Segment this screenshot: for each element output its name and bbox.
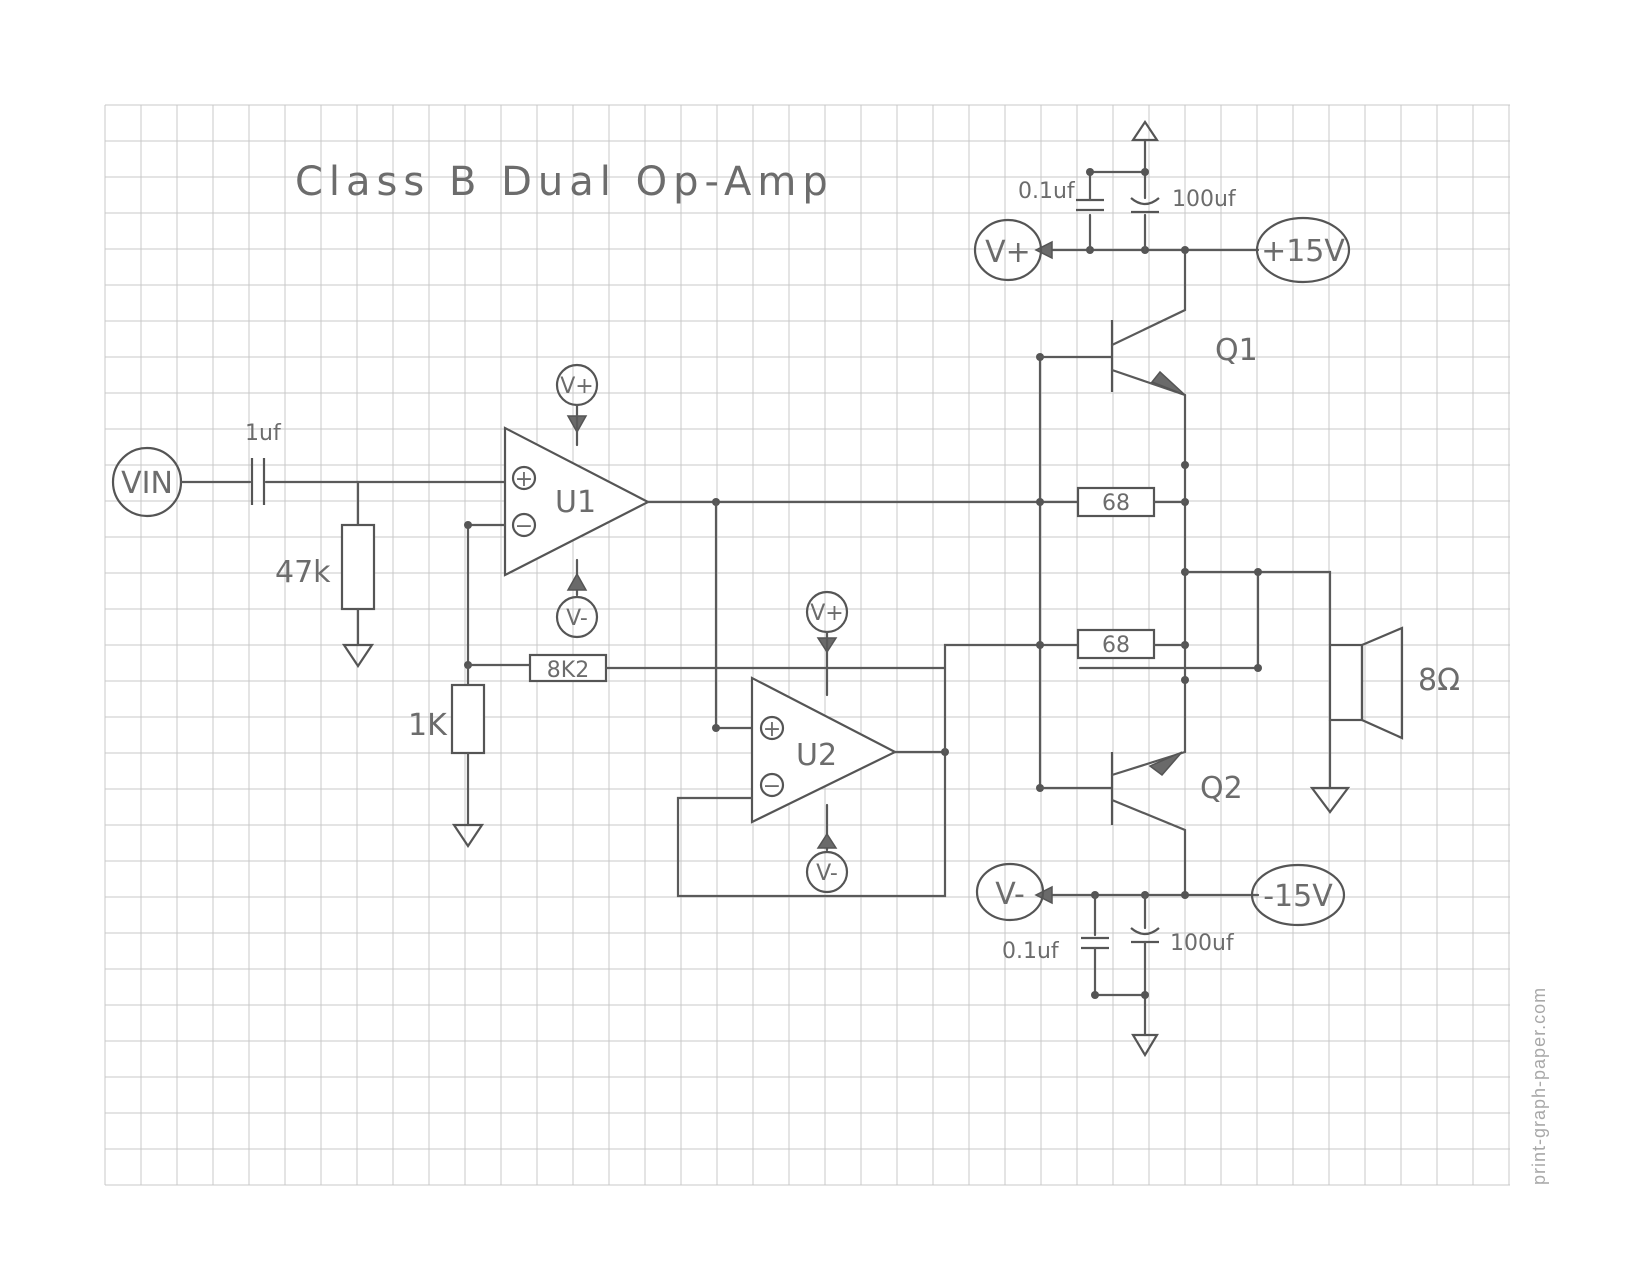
u1-vplus-tag: V+ <box>555 363 599 447</box>
svg-text:V+: V+ <box>810 601 843 626</box>
svg-text:68: 68 <box>1102 633 1130 658</box>
svg-text:V-: V- <box>566 606 588 631</box>
svg-text:V-: V- <box>995 877 1025 912</box>
bottom-rail-terminal <box>1131 1033 1159 1058</box>
u1-vminus-tag: V- <box>555 558 599 639</box>
ground-symbol-1k <box>451 823 485 848</box>
op-amp-u2: + − U2 <box>750 676 898 824</box>
ground-symbol-47k <box>341 643 375 668</box>
op-amp-u1: + − U1 <box>503 426 651 577</box>
vminus-rail-tag: V- <box>975 862 1045 922</box>
q1-label: Q1 <box>1215 333 1258 368</box>
u2-vplus-tag: V+ <box>805 590 849 697</box>
svg-text:+15V: +15V <box>1261 234 1345 269</box>
resistor-68-top: 68 <box>1076 486 1156 518</box>
neg-supply-tag: -15V <box>1250 863 1346 927</box>
speaker-label: 8Ω <box>1418 663 1460 698</box>
q2-label: Q2 <box>1200 771 1243 806</box>
top-rail-terminal <box>1130 120 1160 142</box>
input-capacitor-1uf: 1uf <box>245 421 282 505</box>
vplus-rail-tag: V+ <box>973 218 1043 282</box>
svg-text:V-: V- <box>816 861 838 886</box>
cap-small-top-label: 0.1uf <box>1018 179 1076 204</box>
r8k2-label: 8K2 <box>547 658 589 683</box>
r1k-label: 1K <box>408 708 448 743</box>
svg-text:V+: V+ <box>985 235 1031 270</box>
transistor-q1: Q1 <box>1038 248 1258 397</box>
resistor-8k2: 8K2 <box>528 653 608 683</box>
diagram-title: Class B Dual Op-Amp <box>295 159 834 205</box>
vplus-rail-arrow <box>1034 240 1053 260</box>
ground-symbol-speaker <box>1309 786 1351 814</box>
svg-text:+: + <box>763 717 781 742</box>
r47k-label: 47k <box>275 555 331 590</box>
svg-text:−: − <box>515 514 533 539</box>
cap-big-bottom-label: 100uf <box>1170 931 1235 956</box>
svg-text:V+: V+ <box>560 374 593 399</box>
vminus-rail-arrow <box>1034 885 1053 905</box>
cap-small-bottom-label: 0.1uf <box>1002 939 1060 964</box>
svg-text:+: + <box>515 467 533 492</box>
transistor-q2: Q2 <box>1038 750 1243 897</box>
svg-text:68: 68 <box>1102 491 1130 516</box>
svg-text:−: − <box>763 774 781 799</box>
resistor-47k: 47k <box>275 523 376 611</box>
pos-supply-tag: +15V <box>1255 216 1351 284</box>
u1-label: U1 <box>555 485 596 520</box>
u2-vminus-tag: V- <box>805 803 849 894</box>
u2-label: U2 <box>796 738 837 773</box>
vin-source: VIN <box>111 446 183 518</box>
cap-big-top-label: 100uf <box>1172 187 1237 212</box>
cap-100uf-bottom <box>1130 927 1160 936</box>
graph-paper-grid <box>104 104 1510 1186</box>
speaker-8-ohm: 8Ω <box>1328 626 1460 740</box>
resistor-68-bottom: 68 <box>1076 628 1156 660</box>
watermark-text: print-graph-paper.com <box>1529 987 1549 1185</box>
resistor-1k: 1K <box>408 683 486 755</box>
c-in-label: 1uf <box>245 421 282 446</box>
vin-label: VIN <box>121 466 173 501</box>
cap-100uf-top <box>1130 197 1160 206</box>
svg-text:-15V: -15V <box>1263 879 1333 914</box>
